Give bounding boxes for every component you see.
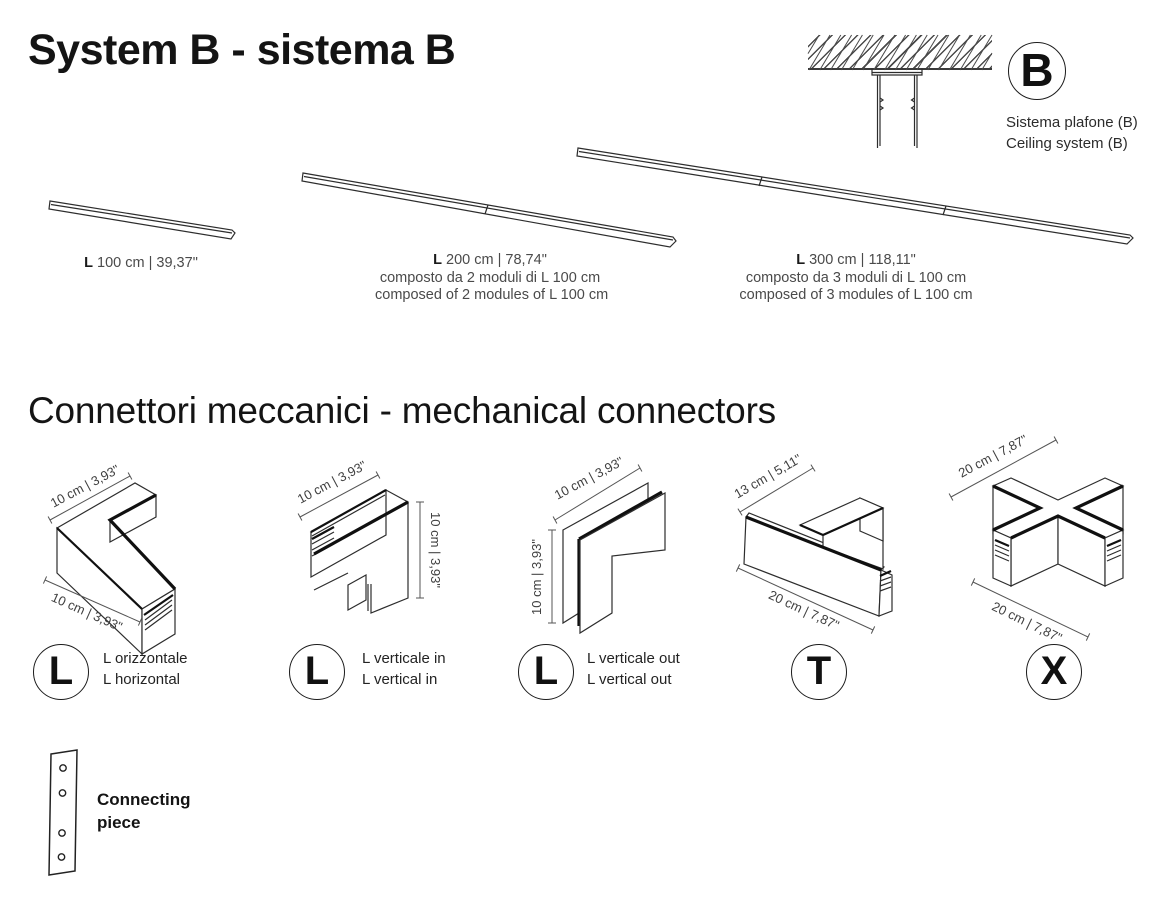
channel-notch-left: [879, 97, 885, 111]
ceiling-system-label: Sistema plafone (B) Ceiling system (B): [1006, 114, 1138, 152]
connecting-tab: [347, 573, 367, 612]
profile-bar-200: [301, 172, 677, 248]
dimension-bottom: 20 cm | 7,87": [970, 578, 1091, 646]
connector-figure-l-vertical-in: 10 cm | 3,93" 10 cm | 3,93": [295, 457, 443, 614]
ceiling-hatch-lines: [807, 34, 993, 71]
dim-label: 10 cm | 3,93": [295, 457, 369, 506]
connector-badge-t: T: [791, 644, 847, 700]
connector-figure-l-vertical-out: 10 cm | 3,93" 10 cm | 3,93": [529, 453, 666, 635]
ceiling-profile-drawing: [807, 34, 993, 148]
connector-figure-t: 13 cm | 5,11" 20 cm | 7,87": [732, 451, 893, 634]
profile-caption-300: L 300 cm | 118,11" composto da 3 moduli …: [739, 252, 973, 303]
connector-figure-x: 20 cm | 7,87" 20 cm | 7,87": [948, 431, 1125, 646]
connecting-piece-drawing: [48, 749, 78, 876]
dim-label: 20 cm | 7,87": [990, 599, 1065, 646]
dim-label: 20 cm | 7,87": [956, 431, 1030, 480]
dim-label: 10 cm | 3,93": [428, 512, 443, 588]
connector-badge-l-vertical-out: L: [518, 644, 574, 700]
dim-label: 10 cm | 3,93": [552, 453, 626, 502]
connector-badge-x: X: [1026, 644, 1082, 700]
module-joint: [758, 176, 763, 187]
profile-caption-100: L 100 cm | 39,37": [84, 255, 198, 271]
channel-flange: [871, 68, 923, 76]
dimension-top: 13 cm | 5,11": [732, 451, 816, 516]
system-badge-b: B: [1008, 42, 1066, 100]
dim-label: 13 cm | 5,11": [732, 451, 805, 502]
profile-bar-300: [576, 147, 1134, 245]
channel-notch-right: [910, 97, 915, 111]
module-joint: [942, 205, 947, 216]
dim-label: 10 cm | 3,93": [529, 539, 544, 615]
profile-caption-200: L 200 cm | 78,74" composto da 2 moduli d…: [375, 252, 609, 303]
module-joint: [484, 204, 489, 215]
connector-badge-l-horizontal: L: [33, 644, 89, 700]
dimension-side: 10 cm | 3,93": [529, 529, 556, 624]
dimension-side: 10 cm | 3,93": [416, 501, 443, 599]
section-title-connectors: Connettori meccanici - mechanical connec…: [28, 390, 776, 431]
profile-bar-100: [48, 200, 236, 240]
ceiling-hatch: [808, 35, 992, 70]
connecting-piece-label: Connecting piece: [97, 790, 191, 832]
connector-badge-l-vertical-in: L: [289, 644, 345, 700]
connector-figure-l-horizontal: 10 cm | 3,93" 10 cm | 3,93": [42, 461, 177, 656]
page-title: System B - sistema B: [28, 26, 456, 74]
